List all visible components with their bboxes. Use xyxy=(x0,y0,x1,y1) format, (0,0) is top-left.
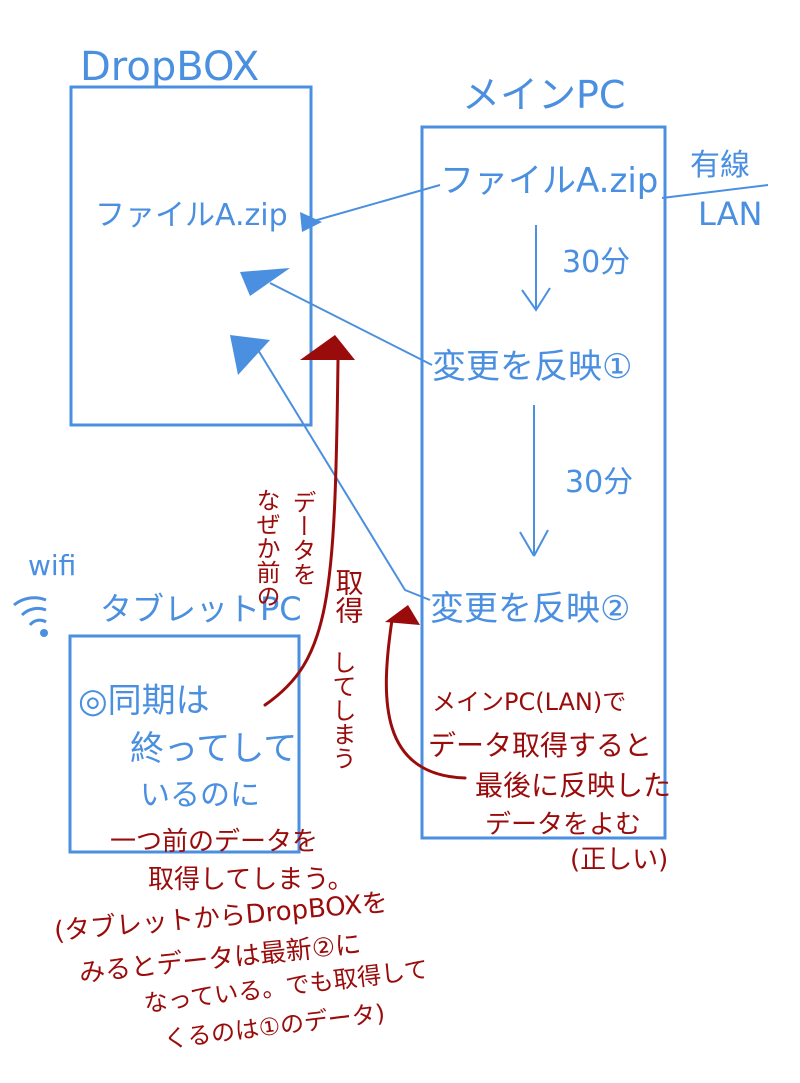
arrowhead-icon xyxy=(240,268,290,296)
arrow-note-col1: なぜか前の xyxy=(252,488,280,608)
fetch-arrow-old xyxy=(263,358,340,707)
wifi-icon xyxy=(13,596,48,637)
arrowhead-icon xyxy=(300,212,322,232)
dropbox-file: ファイルA.zip xyxy=(95,198,288,233)
fetch-arrow-correct xyxy=(384,618,467,780)
main-note-1: メインPC(LAN)で xyxy=(432,688,626,716)
main-note-4: データをよむ xyxy=(485,810,641,840)
main-pc-title: メインPC xyxy=(462,73,625,117)
main-pc-file: ファイルA.zip xyxy=(440,161,658,201)
lan-cable-line xyxy=(661,184,769,199)
sync-line-2: 終ってして xyxy=(130,729,297,769)
step-1: 変更を反映① xyxy=(432,347,632,387)
arrowhead-icon xyxy=(230,335,270,375)
tablet-note-2: 取得してしまう。 xyxy=(148,865,354,895)
arrowhead-icon xyxy=(300,335,355,360)
main-pc-box xyxy=(420,125,667,840)
interval-2: 30分 xyxy=(565,465,633,500)
step-2: 変更を反映② xyxy=(430,589,630,629)
tablet-note-1: 一つ前のデータを xyxy=(110,827,318,857)
down-arrow-icon xyxy=(521,225,551,312)
main-note-2: データ取得すると xyxy=(428,729,652,762)
upload-arrow-step1 xyxy=(269,282,433,366)
upload-arrow-file xyxy=(309,184,441,223)
main-note-3: 最後に反映した xyxy=(475,769,671,802)
dropbox-box xyxy=(69,85,313,427)
main-note-5: (正しい) xyxy=(570,845,668,875)
tablet-box xyxy=(68,634,301,854)
wifi-label: wifi xyxy=(28,549,76,582)
upload-arrow-step2 xyxy=(254,344,431,601)
dropbox-title: DropBOX xyxy=(80,44,259,90)
tablet-title: タブレットPC xyxy=(100,590,302,628)
arrow-note-col2: データを xyxy=(288,490,316,586)
sync-line-3: いるのに xyxy=(140,778,260,813)
arrow-note-col3: 取得 xyxy=(332,568,365,624)
arrow-note-col4: してしまう xyxy=(328,650,356,770)
down-arrow-icon xyxy=(519,405,549,557)
lan-label: LAN xyxy=(698,195,762,233)
interval-1: 30分 xyxy=(562,245,630,280)
wired-label: 有線 xyxy=(690,148,750,183)
sync-line-1: ◎同期は xyxy=(78,681,210,721)
arrowhead-icon xyxy=(385,605,420,625)
